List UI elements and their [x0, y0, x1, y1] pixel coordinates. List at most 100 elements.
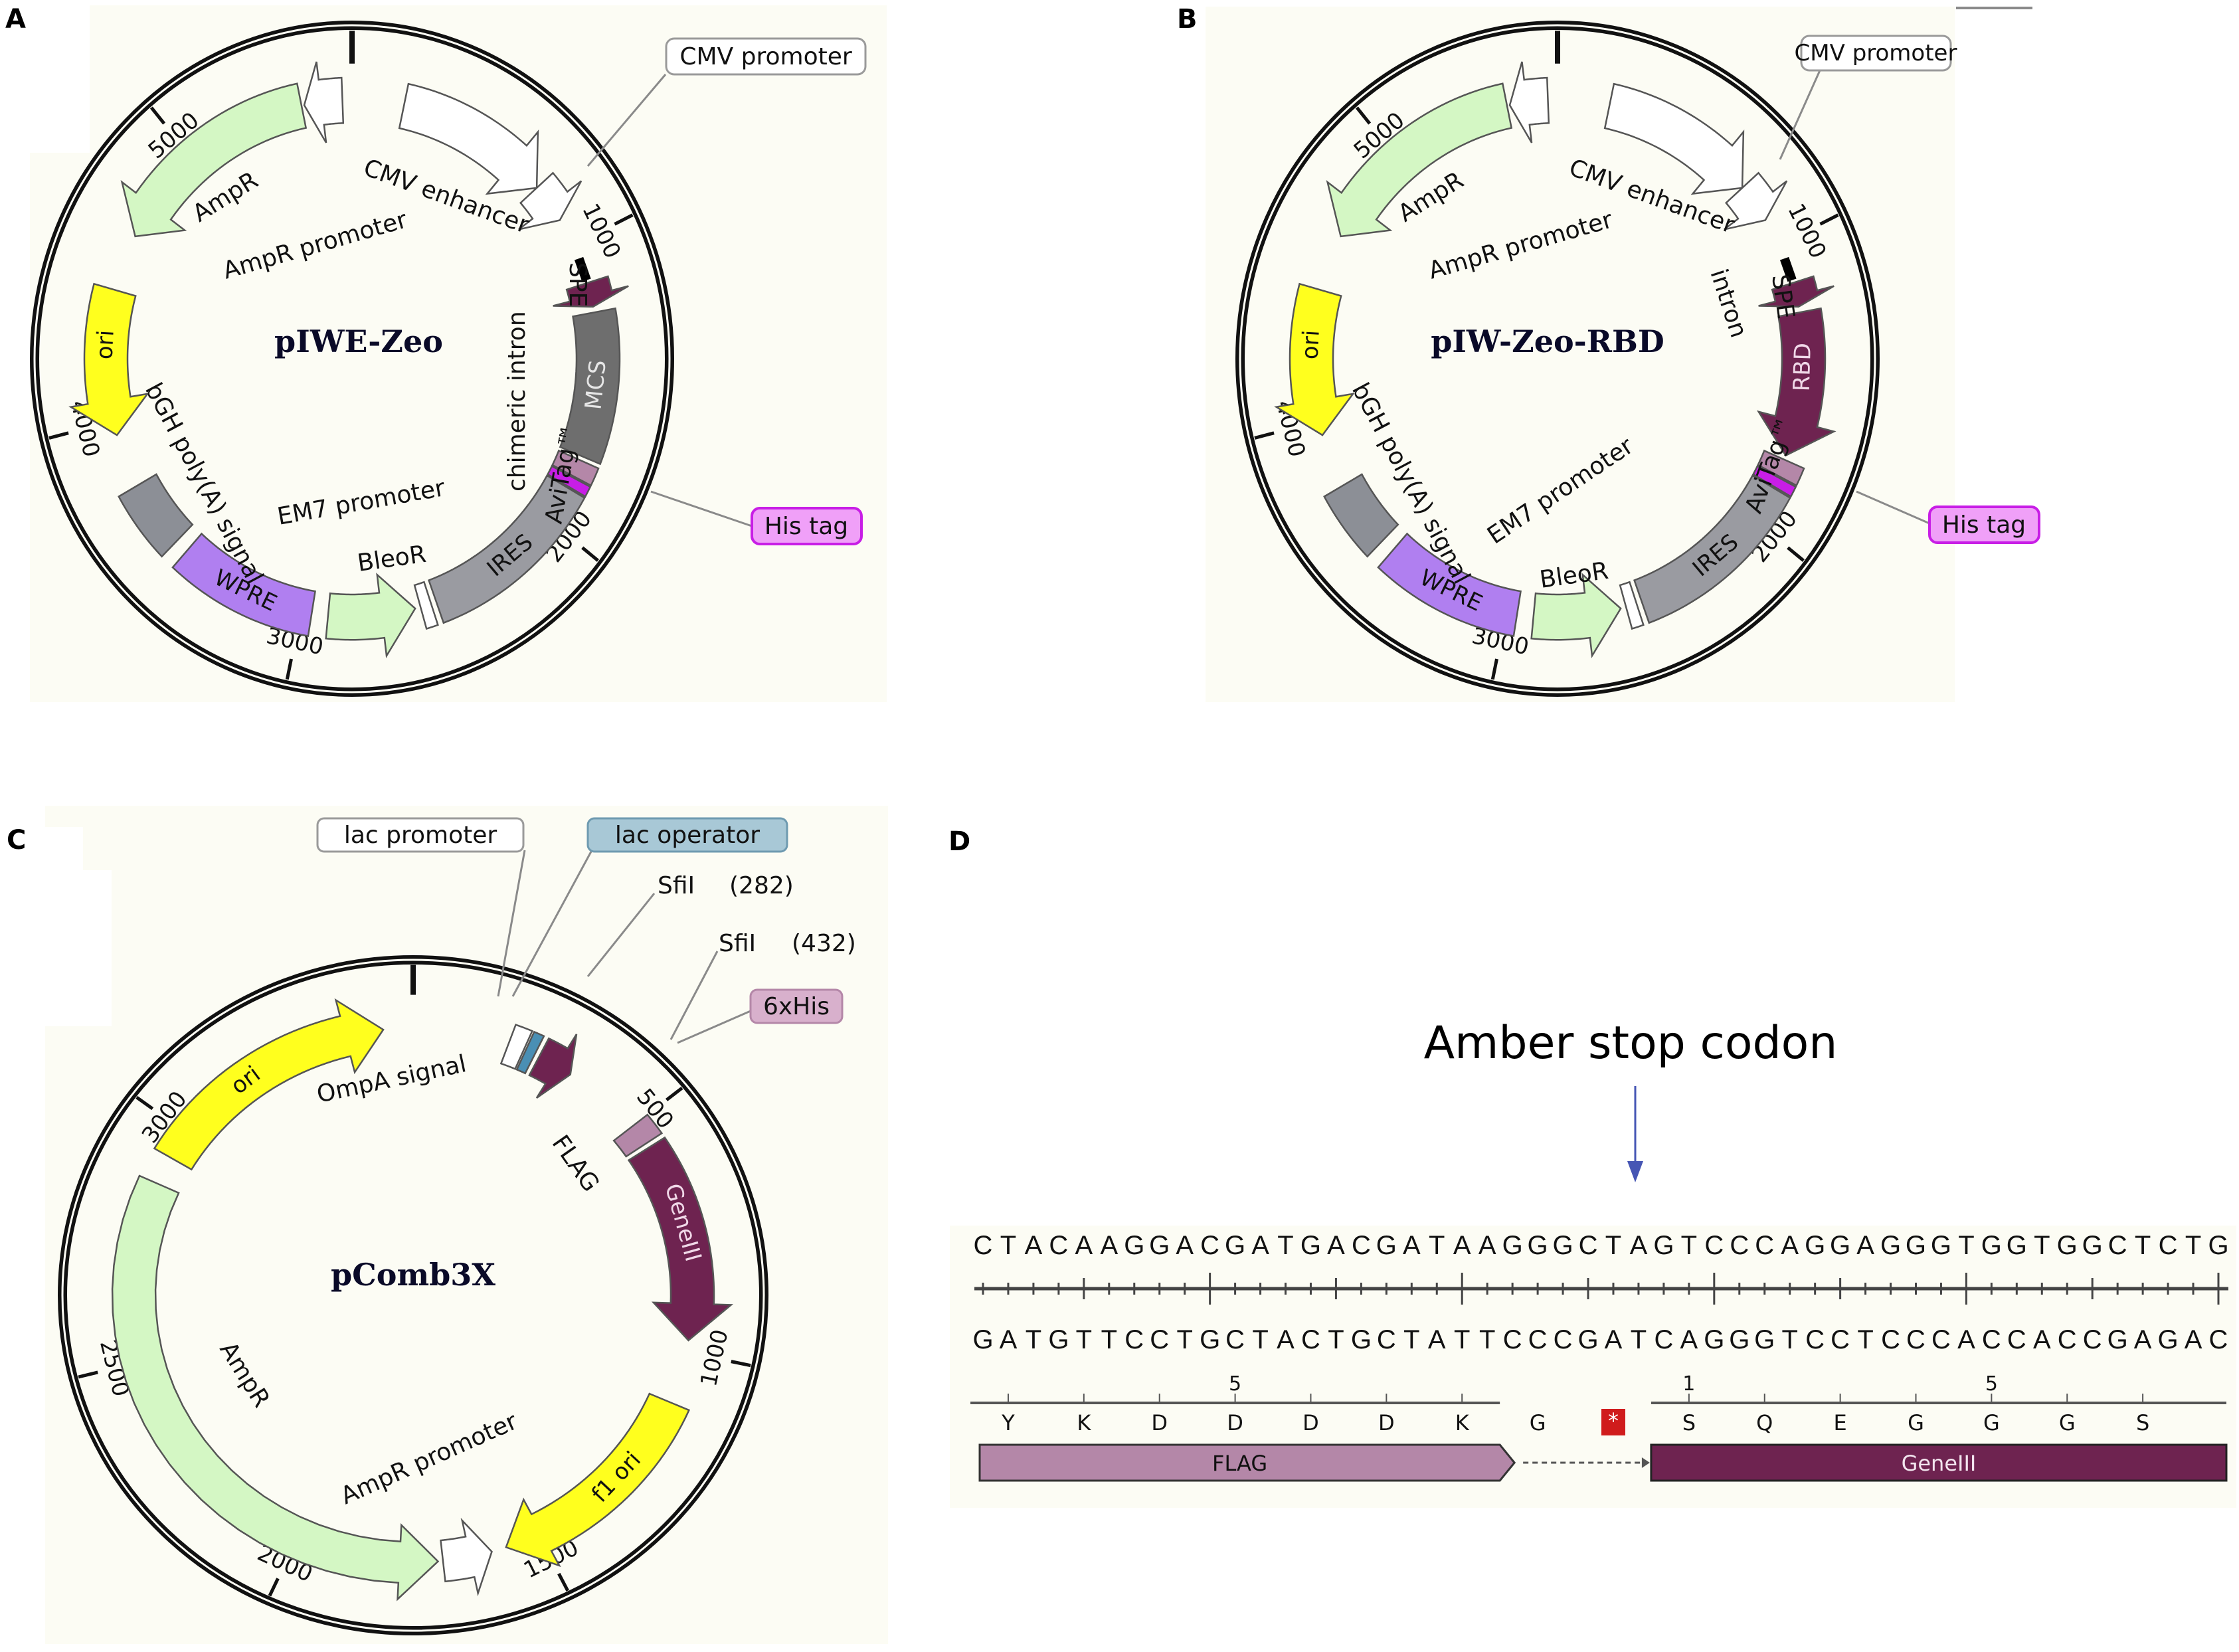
- geneiii-shape[interactable]: [1650, 1443, 2228, 1482]
- feature-his-tag[interactable]: [546, 465, 592, 498]
- feature-label: ori: [1297, 329, 1324, 360]
- base-bottom: G: [1351, 1325, 1372, 1354]
- feature-bgh-poly-a-signal[interactable]: [118, 473, 194, 558]
- feature-ori[interactable]: ori: [1274, 282, 1355, 436]
- feature-shape[interactable]: [553, 275, 629, 308]
- feature-track: FLAG GeneIII: [978, 1443, 2228, 1482]
- feature-cmv-promoter[interactable]: [1724, 171, 1788, 230]
- feature-ampr-promoter[interactable]: [1508, 61, 1550, 143]
- feature-shape[interactable]: [1758, 275, 1835, 308]
- feature-f1-ori[interactable]: f1 ori: [505, 1392, 691, 1568]
- feature-shape[interactable]: [1756, 307, 1836, 457]
- feature-lac-promoter[interactable]: [499, 1024, 533, 1070]
- base-top: G: [1805, 1231, 1825, 1260]
- feature-ampr-promoter[interactable]: [303, 61, 345, 143]
- feature-ori[interactable]: ori: [153, 998, 385, 1171]
- feature-em7-promoter[interactable]: [1619, 581, 1645, 630]
- base-bottom: A: [1957, 1325, 1975, 1354]
- feature-shape[interactable]: [559, 307, 621, 466]
- feature-shape[interactable]: [574, 256, 591, 282]
- feature-shape[interactable]: [505, 1392, 691, 1568]
- feature-shape[interactable]: [325, 573, 416, 658]
- feature-shape[interactable]: [528, 1034, 578, 1099]
- feature-bleor[interactable]: [1530, 573, 1622, 658]
- feature-shape[interactable]: [515, 1030, 545, 1075]
- base-bottom: C: [1225, 1325, 1245, 1354]
- feature-flag-bar[interactable]: FLAG: [978, 1443, 1516, 1482]
- feature-intron[interactable]: [1779, 256, 1797, 282]
- feature-mcs[interactable]: MCS: [559, 307, 621, 466]
- base-top: T: [2135, 1231, 2151, 1260]
- base-bottom: G: [1200, 1325, 1220, 1354]
- feature-shape[interactable]: [1326, 82, 1513, 238]
- feature-bgh-poly-a-signal[interactable]: [1323, 473, 1399, 558]
- feature-shape[interactable]: [1274, 282, 1355, 436]
- feature-shape[interactable]: [1603, 82, 1745, 195]
- base-bottom: C: [1503, 1325, 1522, 1354]
- feature-shape[interactable]: [413, 581, 439, 630]
- base-bottom: G: [1704, 1325, 1724, 1354]
- feature-shape[interactable]: [612, 1113, 664, 1158]
- feature-shape[interactable]: [1633, 474, 1791, 624]
- feature-ori[interactable]: ori: [68, 282, 149, 436]
- stop-codon-marker[interactable]: [1601, 1409, 1625, 1435]
- feature-ompa-signal[interactable]: [528, 1034, 578, 1099]
- feature-shape[interactable]: [1779, 256, 1797, 282]
- amino-acid: S: [2136, 1410, 2149, 1435]
- feature-cmv-enhancer[interactable]: [398, 82, 539, 195]
- feature-rbd[interactable]: RBD: [1756, 307, 1836, 457]
- feature-shape[interactable]: [120, 82, 308, 238]
- feature-ampr[interactable]: [1326, 82, 1513, 238]
- feature-shape[interactable]: [68, 282, 149, 436]
- feature-shape[interactable]: [428, 474, 586, 624]
- flag-arrow-shape[interactable]: [978, 1443, 1516, 1482]
- base-top: C: [2108, 1231, 2127, 1260]
- feature-shape[interactable]: [398, 82, 539, 195]
- feature-shape[interactable]: [303, 61, 345, 143]
- feature-bleor[interactable]: [325, 573, 416, 658]
- feature-his-tag[interactable]: [1751, 465, 1797, 498]
- feature-spe[interactable]: [1758, 275, 1835, 308]
- base-bottom: C: [1377, 1325, 1396, 1354]
- feature-shape[interactable]: [1724, 171, 1788, 230]
- base-top: A: [1856, 1231, 1874, 1260]
- feature-wpre[interactable]: WPRE: [1377, 532, 1522, 637]
- feature-spe[interactable]: [553, 275, 629, 308]
- feature-shape[interactable]: [1508, 61, 1550, 143]
- feature-shape[interactable]: [1619, 581, 1645, 630]
- feature-shape[interactable]: [1530, 573, 1622, 658]
- feature-flag[interactable]: [612, 1113, 664, 1158]
- feature-shape[interactable]: [499, 1024, 533, 1070]
- feature-ampr-promoter[interactable]: [440, 1517, 493, 1597]
- feature-shape[interactable]: [118, 473, 194, 558]
- feature-shape[interactable]: [1757, 449, 1805, 487]
- feature-shape[interactable]: [1323, 473, 1399, 558]
- feature-shape[interactable]: [518, 171, 582, 230]
- feature-shape[interactable]: [440, 1517, 493, 1597]
- feature-chimeric-intron[interactable]: [574, 256, 591, 282]
- feature-lac-operator[interactable]: [515, 1030, 545, 1075]
- tick-mark: [666, 1086, 683, 1101]
- base-bottom: A: [1680, 1325, 1698, 1354]
- feature-ampr[interactable]: [120, 82, 308, 238]
- feature-geneiii-bar[interactable]: GeneIII: [1650, 1443, 2228, 1482]
- base-top: G: [1300, 1231, 1321, 1260]
- base-bottom: T: [1631, 1325, 1647, 1354]
- feature-shape[interactable]: [1377, 532, 1522, 637]
- feature-shape[interactable]: [171, 532, 316, 637]
- feature-geneiii[interactable]: GeneIII: [627, 1136, 734, 1342]
- feature-shape[interactable]: [111, 1174, 440, 1602]
- feature-shape[interactable]: [1751, 465, 1797, 498]
- feature-avitag[interactable]: [1757, 449, 1805, 487]
- feature-avitag[interactable]: [551, 449, 600, 487]
- feature-shape[interactable]: [551, 449, 600, 487]
- feature-ampr[interactable]: [111, 1174, 440, 1602]
- feature-shape[interactable]: [627, 1136, 734, 1342]
- feature-cmv-promoter[interactable]: [518, 171, 582, 230]
- feature-ires[interactable]: IRES: [1633, 474, 1791, 624]
- feature-cmv-enhancer[interactable]: [1603, 82, 1745, 195]
- feature-shape[interactable]: [546, 465, 592, 498]
- feature-shape[interactable]: [153, 998, 385, 1171]
- feature-em7-promoter[interactable]: [413, 581, 439, 630]
